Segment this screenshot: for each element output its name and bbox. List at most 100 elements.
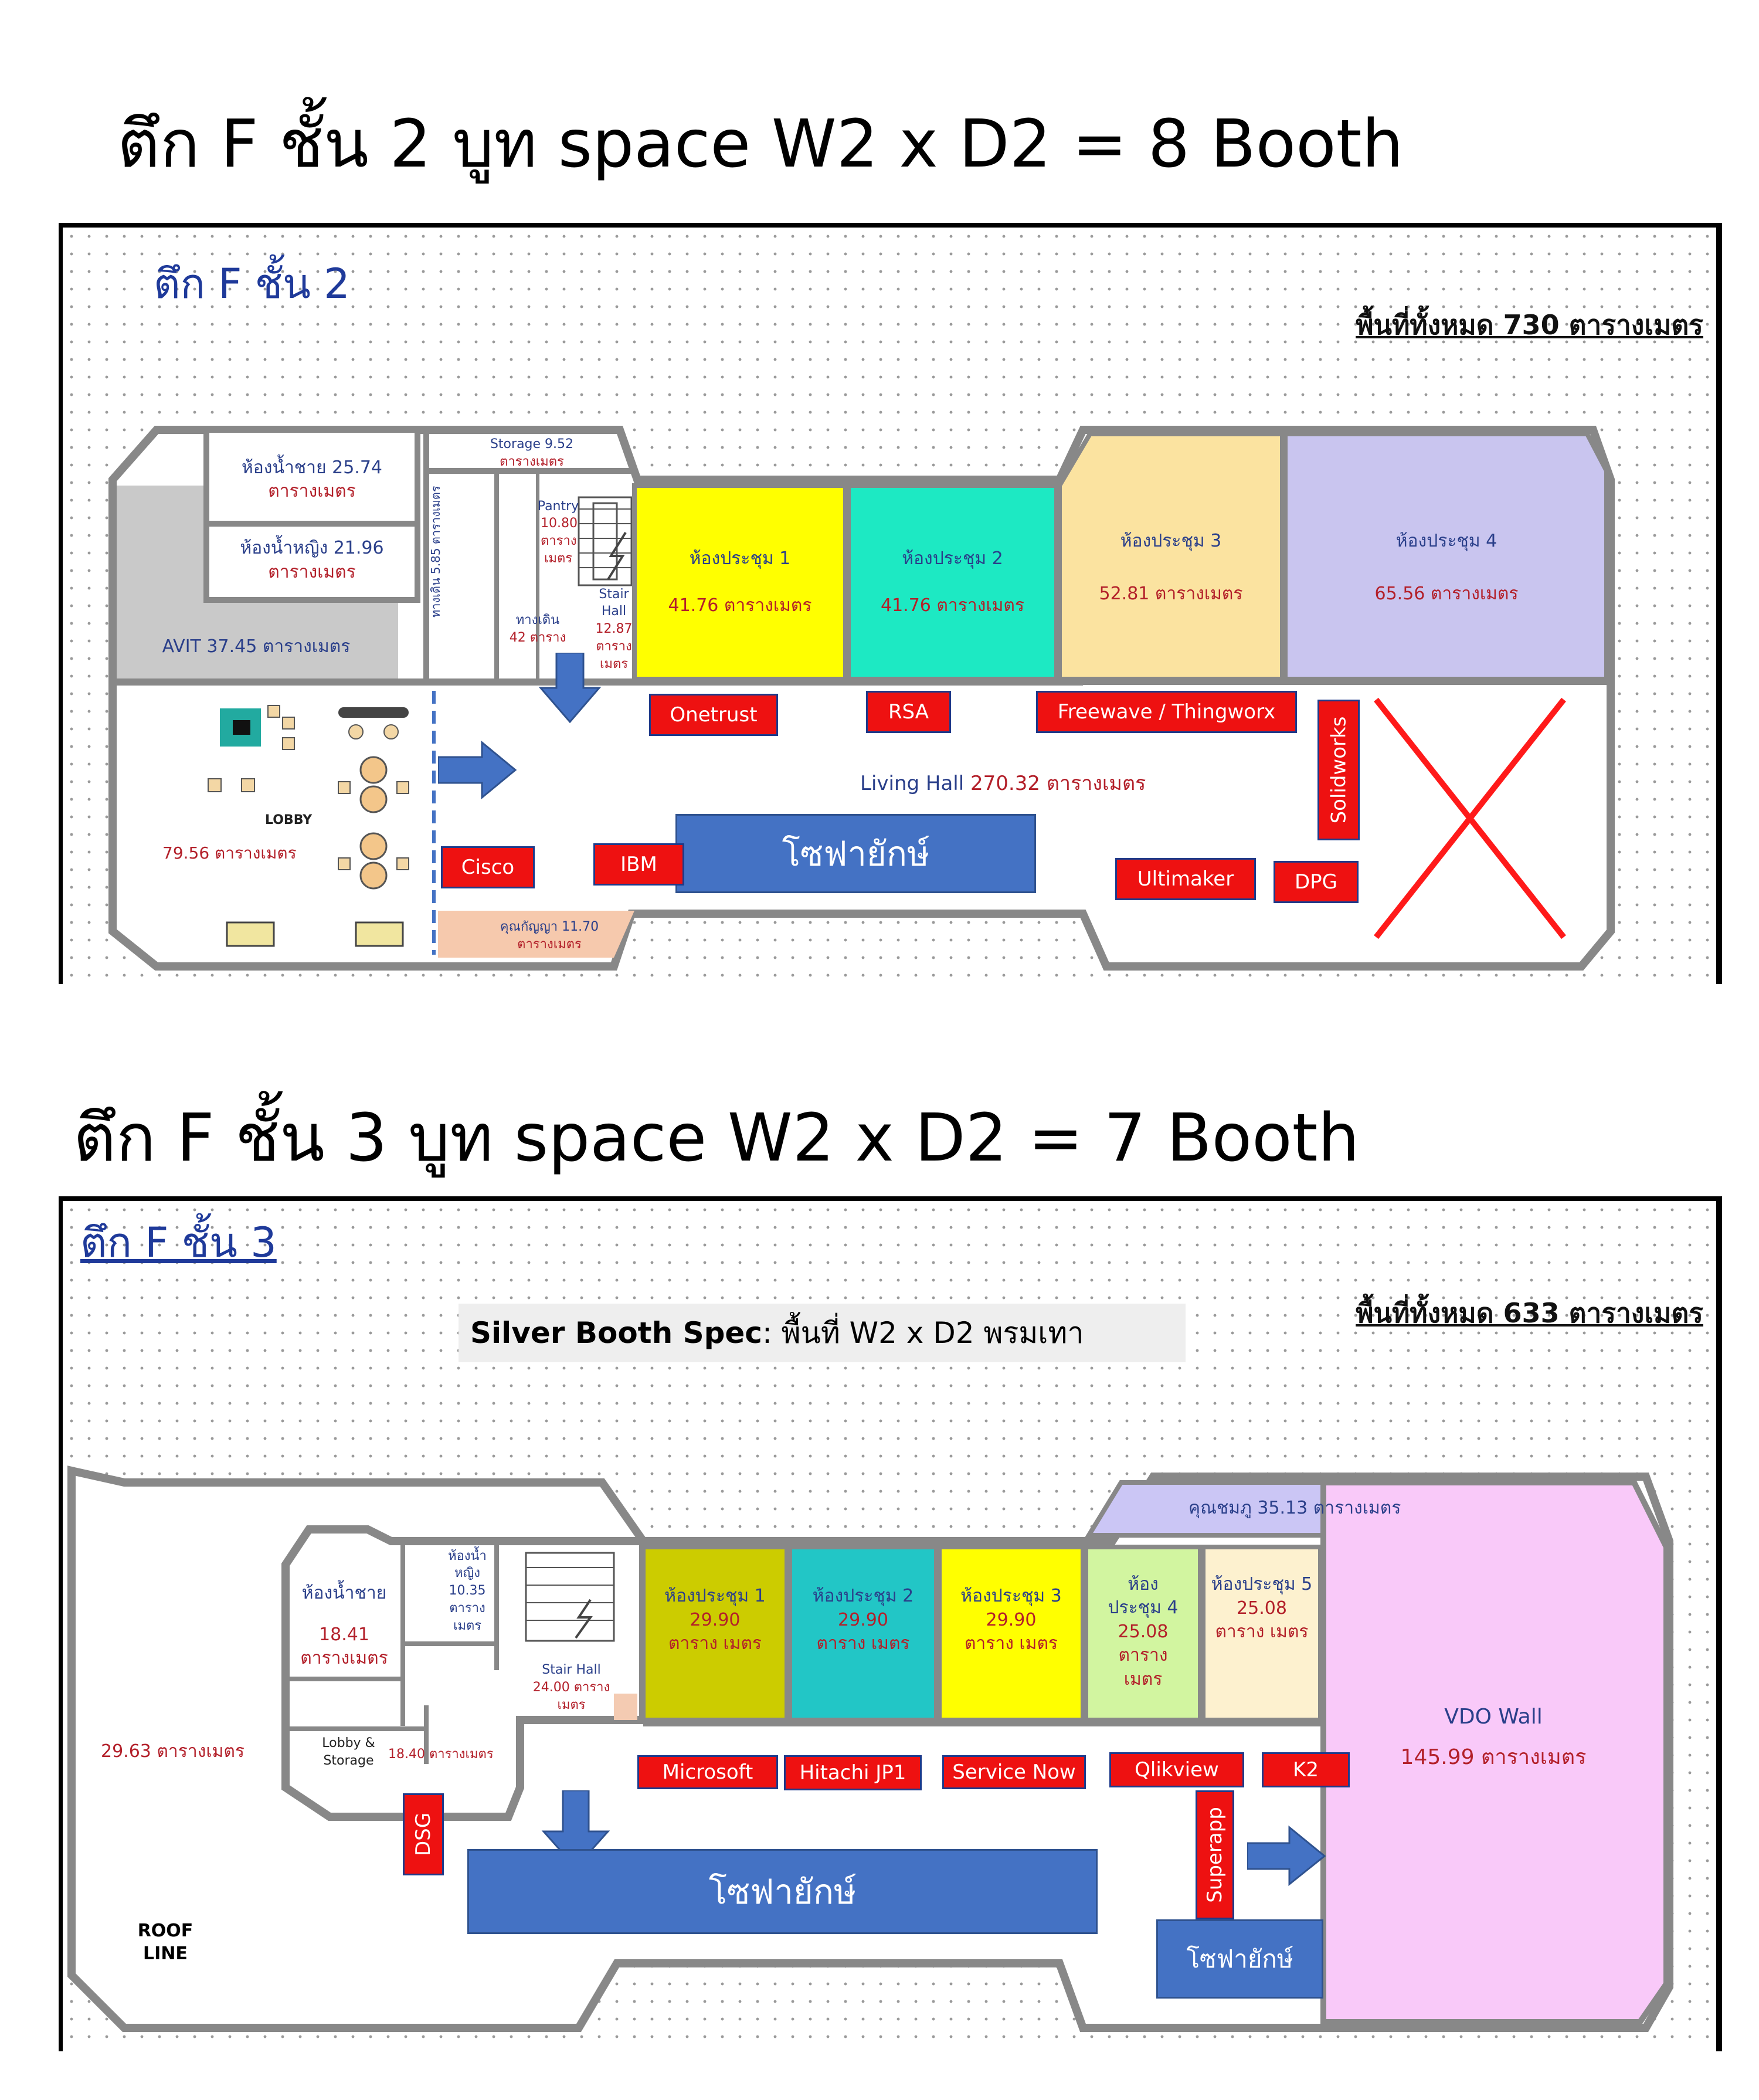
f2-women-restroom: ห้องน้ำหญิง 21.96 ตารางเมตร <box>209 524 415 597</box>
f3-booth-hitachi-jp1: Hitachi JP1 <box>784 1755 922 1790</box>
f2-meeting1-area: 41.76 ตารางเมตร <box>668 595 812 616</box>
f2-stair-hall-name: Stair Hall <box>599 586 629 619</box>
f2-stair-hall-area: 12.87 ตาราง เมตร <box>595 622 633 671</box>
f3-meeting4-area: 25.08 ตาราง เมตร <box>1118 1621 1169 1690</box>
f3-sofa-small: โซฟายักษ์ <box>1156 1919 1323 1999</box>
f2-booth-onetrust: Onetrust <box>649 694 778 736</box>
f3-meeting5-area: 25.08 ตาราง เมตร <box>1215 1597 1309 1643</box>
f3-stair-hall-name: Stair Hall <box>542 1663 601 1678</box>
f3-men-restroom-area: 18.41 ตารางเมตร <box>300 1624 388 1669</box>
f3-meeting5-name: ห้องประชุม 5 <box>1211 1574 1313 1595</box>
f3-vdo-wall-area: 145.99 ตารางเมตร <box>1400 1745 1587 1769</box>
f2-women-restroom-area: ตารางเมตร <box>268 561 356 582</box>
f2-booth-ibm: IBM <box>593 843 684 886</box>
floor3-panel-title: ตึก F ชั้น 3 <box>80 1219 277 1267</box>
floor3-spec-box: Silver Booth Spec : พื้นที่ W2 x D2 พรมเ… <box>459 1304 1186 1362</box>
floor2-heading: ตึก F ชั้น 2 บูท space W2 x D2 = 8 Booth <box>117 106 1404 182</box>
f2-walkway2-name: ทางเดิน <box>515 613 560 628</box>
f2-storage-area: ตารางเมตร <box>500 454 564 469</box>
f3-men-restroom: ห้องน้ำชาย 18.41 ตารางเมตร <box>291 1576 397 1676</box>
f2-khun-kanya-area: ตารางเมตร <box>517 937 582 952</box>
f3-meeting2: ห้องประชุม 2 29.90 ตาราง เมตร <box>793 1576 933 1664</box>
f2-meeting3-area: 52.81 ตารางเมตร <box>1099 583 1243 604</box>
floor3-spec-value: : พื้นที่ W2 x D2 พรมเทา <box>762 1315 1084 1350</box>
f2-walkway2-area: 42 ตาราง <box>509 630 566 645</box>
f2-men-restroom-name: ห้องน้ำชาย 25.74 <box>242 457 382 478</box>
f2-meeting2-area: 41.76 ตารางเมตร <box>881 595 1024 616</box>
f2-booth-ultimaker: Ultimaker <box>1115 858 1256 900</box>
f3-meeting4-name: ห้อง ประชุม 4 <box>1108 1573 1179 1619</box>
f3-meeting3: ห้องประชุม 3 29.90 ตาราง เมตร <box>942 1576 1080 1664</box>
f3-stair-hall: Stair Hall 24.00 ตาราง เมตร <box>520 1658 623 1717</box>
f2-khun-kanya: คุณกัญญา 11.70 ตารางเมตร <box>473 914 626 958</box>
f2-arrow-down-icon <box>538 653 602 723</box>
f2-khun-kanya-name: คุณกัญญา 11.70 <box>500 919 599 934</box>
f2-meeting4: ห้องประชุม 4 65.56 ตารางเมตร <box>1288 474 1605 661</box>
f2-living-hall-name: Living Hall <box>860 772 965 795</box>
f2-men-restroom: ห้องน้ำชาย 25.74 ตารางเมตร <box>209 442 415 518</box>
f3-khun-chomphu: คุณชมภู 35.13 ตารางเมตร <box>1188 1498 1401 1518</box>
f3-roof-line: ROOF LINE <box>137 1921 193 1964</box>
f2-booth-cisco: Cisco <box>441 846 535 888</box>
f3-booth-microsoft: Microsoft <box>637 1755 778 1789</box>
f2-storage: Storage 9.52 ตารางเมตร <box>429 433 634 474</box>
f3-lobby-storage-area: 18.40 ตารางเมตร <box>388 1747 494 1762</box>
f3-men-restroom-name: ห้องน้ำชาย <box>301 1583 387 1604</box>
f2-meeting1: ห้องประชุม 1 41.76 ตารางเมตร <box>637 488 843 676</box>
f3-meeting1-name: ห้องประชุม 1 <box>664 1586 766 1607</box>
f3-meeting2-name: ห้องประชุม 2 <box>812 1586 914 1607</box>
f3-vdo-wall: VDO Wall 145.99 ตารางเมตร <box>1353 1699 1634 1776</box>
f3-meeting5: ห้องประชุม 5 25.08 ตาราง เมตร <box>1206 1565 1317 1653</box>
f2-living-hall: Living Hall 270.32 ตารางเมตร <box>860 767 1146 799</box>
f2-meeting2: ห้องประชุม 2 41.76 ตารางเมตร <box>851 488 1054 676</box>
f3-booth-service-now: Service Now <box>942 1755 1086 1789</box>
f2-booth-solidworks: Solidworks <box>1317 700 1360 840</box>
f2-walkway: ทางเดิน 5.85 ตารางเมตร <box>429 486 443 618</box>
f2-storage-name: Storage 9.52 <box>490 437 574 452</box>
f3-meeting1-area: 29.90 ตาราง เมตร <box>668 1609 762 1654</box>
f3-vdo-wall-name: VDO Wall <box>1444 1705 1543 1729</box>
floor2-walls <box>108 426 1615 971</box>
f3-stair-hall-area: 24.00 ตาราง เมตร <box>532 1680 610 1712</box>
floor3-total-area: พื้นที่ทั้งหมด 633 ตารางเมตร <box>1356 1297 1703 1329</box>
floor2-plan: ตึก F ชั้น 2 พื้นที่ทั้งหมด 730 ตารางเมต… <box>59 223 1722 984</box>
f2-pantry-name: Pantry <box>537 498 579 514</box>
f2-booth-freewave-thingworx: Freewave / Thingworx <box>1036 691 1297 733</box>
f2-booth-dpg: DPG <box>1274 861 1359 903</box>
f2-men-restroom-area: ตารางเมตร <box>268 481 356 501</box>
f3-lobby-storage: Lobby & Storage <box>315 1729 382 1776</box>
f2-avit: AVIT 37.45 ตารางเมตร <box>121 620 391 673</box>
f3-sofa-large: โซฟายักษ์ <box>467 1849 1098 1934</box>
floor3-heading: ตึก F ชั้น 3 บูท space W2 x D2 = 7 Booth <box>73 1100 1360 1176</box>
f3-meeting3-name: ห้องประชุม 3 <box>960 1586 1062 1607</box>
floor2-panel-title: ตึก F ชั้น 2 <box>154 260 350 308</box>
f2-booth-rsa: RSA <box>866 691 951 733</box>
f2-meeting4-name: ห้องประชุม 4 <box>1395 530 1497 551</box>
floor3-spec-label: Silver Booth Spec <box>470 1316 762 1350</box>
f2-arrow-right-icon <box>438 741 517 799</box>
f3-meeting3-area: 29.90 ตาราง เมตร <box>964 1609 1058 1654</box>
f3-meeting1: ห้องประชุม 1 29.90 ตาราง เมตร <box>646 1576 784 1664</box>
f3-booth-dsg: DSG <box>403 1793 444 1875</box>
floor2-total-area: พื้นที่ทั้งหมด 730 ตารางเมตร <box>1356 309 1703 341</box>
f2-lobby-area: 79.56 ตารางเมตร <box>162 843 297 863</box>
f2-stair-hall: Stair Hall 12.87 ตาราง เมตร <box>588 587 640 671</box>
f3-meeting2-area: 29.90 ตาราง เมตร <box>816 1609 910 1654</box>
floor3-plan: ตึก F ชั้น 3 พื้นที่ทั้งหมด 633 ตารางเมต… <box>59 1196 1722 2051</box>
f2-meeting4-area: 65.56 ตารางเมตร <box>1374 583 1519 604</box>
f3-women-restroom: ห้องน้ำ หญิง 10.35 ตาราง เมตร <box>447 1541 488 1641</box>
f2-pantry-area: 10.80 ตาราง เมตร <box>541 516 578 566</box>
f2-meeting3-name: ห้องประชุม 3 <box>1120 530 1222 551</box>
f3-lobby-storage-name: Lobby & Storage <box>322 1736 375 1768</box>
f3-left-area: 29.63 ตารางเมตร <box>101 1741 245 1762</box>
f2-sofa: โซฟายักษ์ <box>675 814 1036 893</box>
f2-women-restroom-name: ห้องน้ำหญิง 21.96 <box>240 538 384 558</box>
f2-walkway2: ทางเดิน 42 ตาราง <box>497 606 579 653</box>
f2-avit-name: AVIT 37.45 ตารางเมตร <box>162 636 351 657</box>
f3-meeting4: ห้อง ประชุม 4 25.08 ตาราง เมตร <box>1089 1553 1197 1711</box>
f2-meeting1-name: ห้องประชุม 1 <box>689 548 791 569</box>
f2-living-hall-area: 270.32 ตารางเมตร <box>970 772 1146 795</box>
f3-arrow-right-icon <box>1247 1826 1326 1887</box>
f3-booth-qlikview: Qlikview <box>1109 1752 1244 1787</box>
f2-pantry: Pantry 10.80 ตาราง เมตร <box>537 486 579 579</box>
